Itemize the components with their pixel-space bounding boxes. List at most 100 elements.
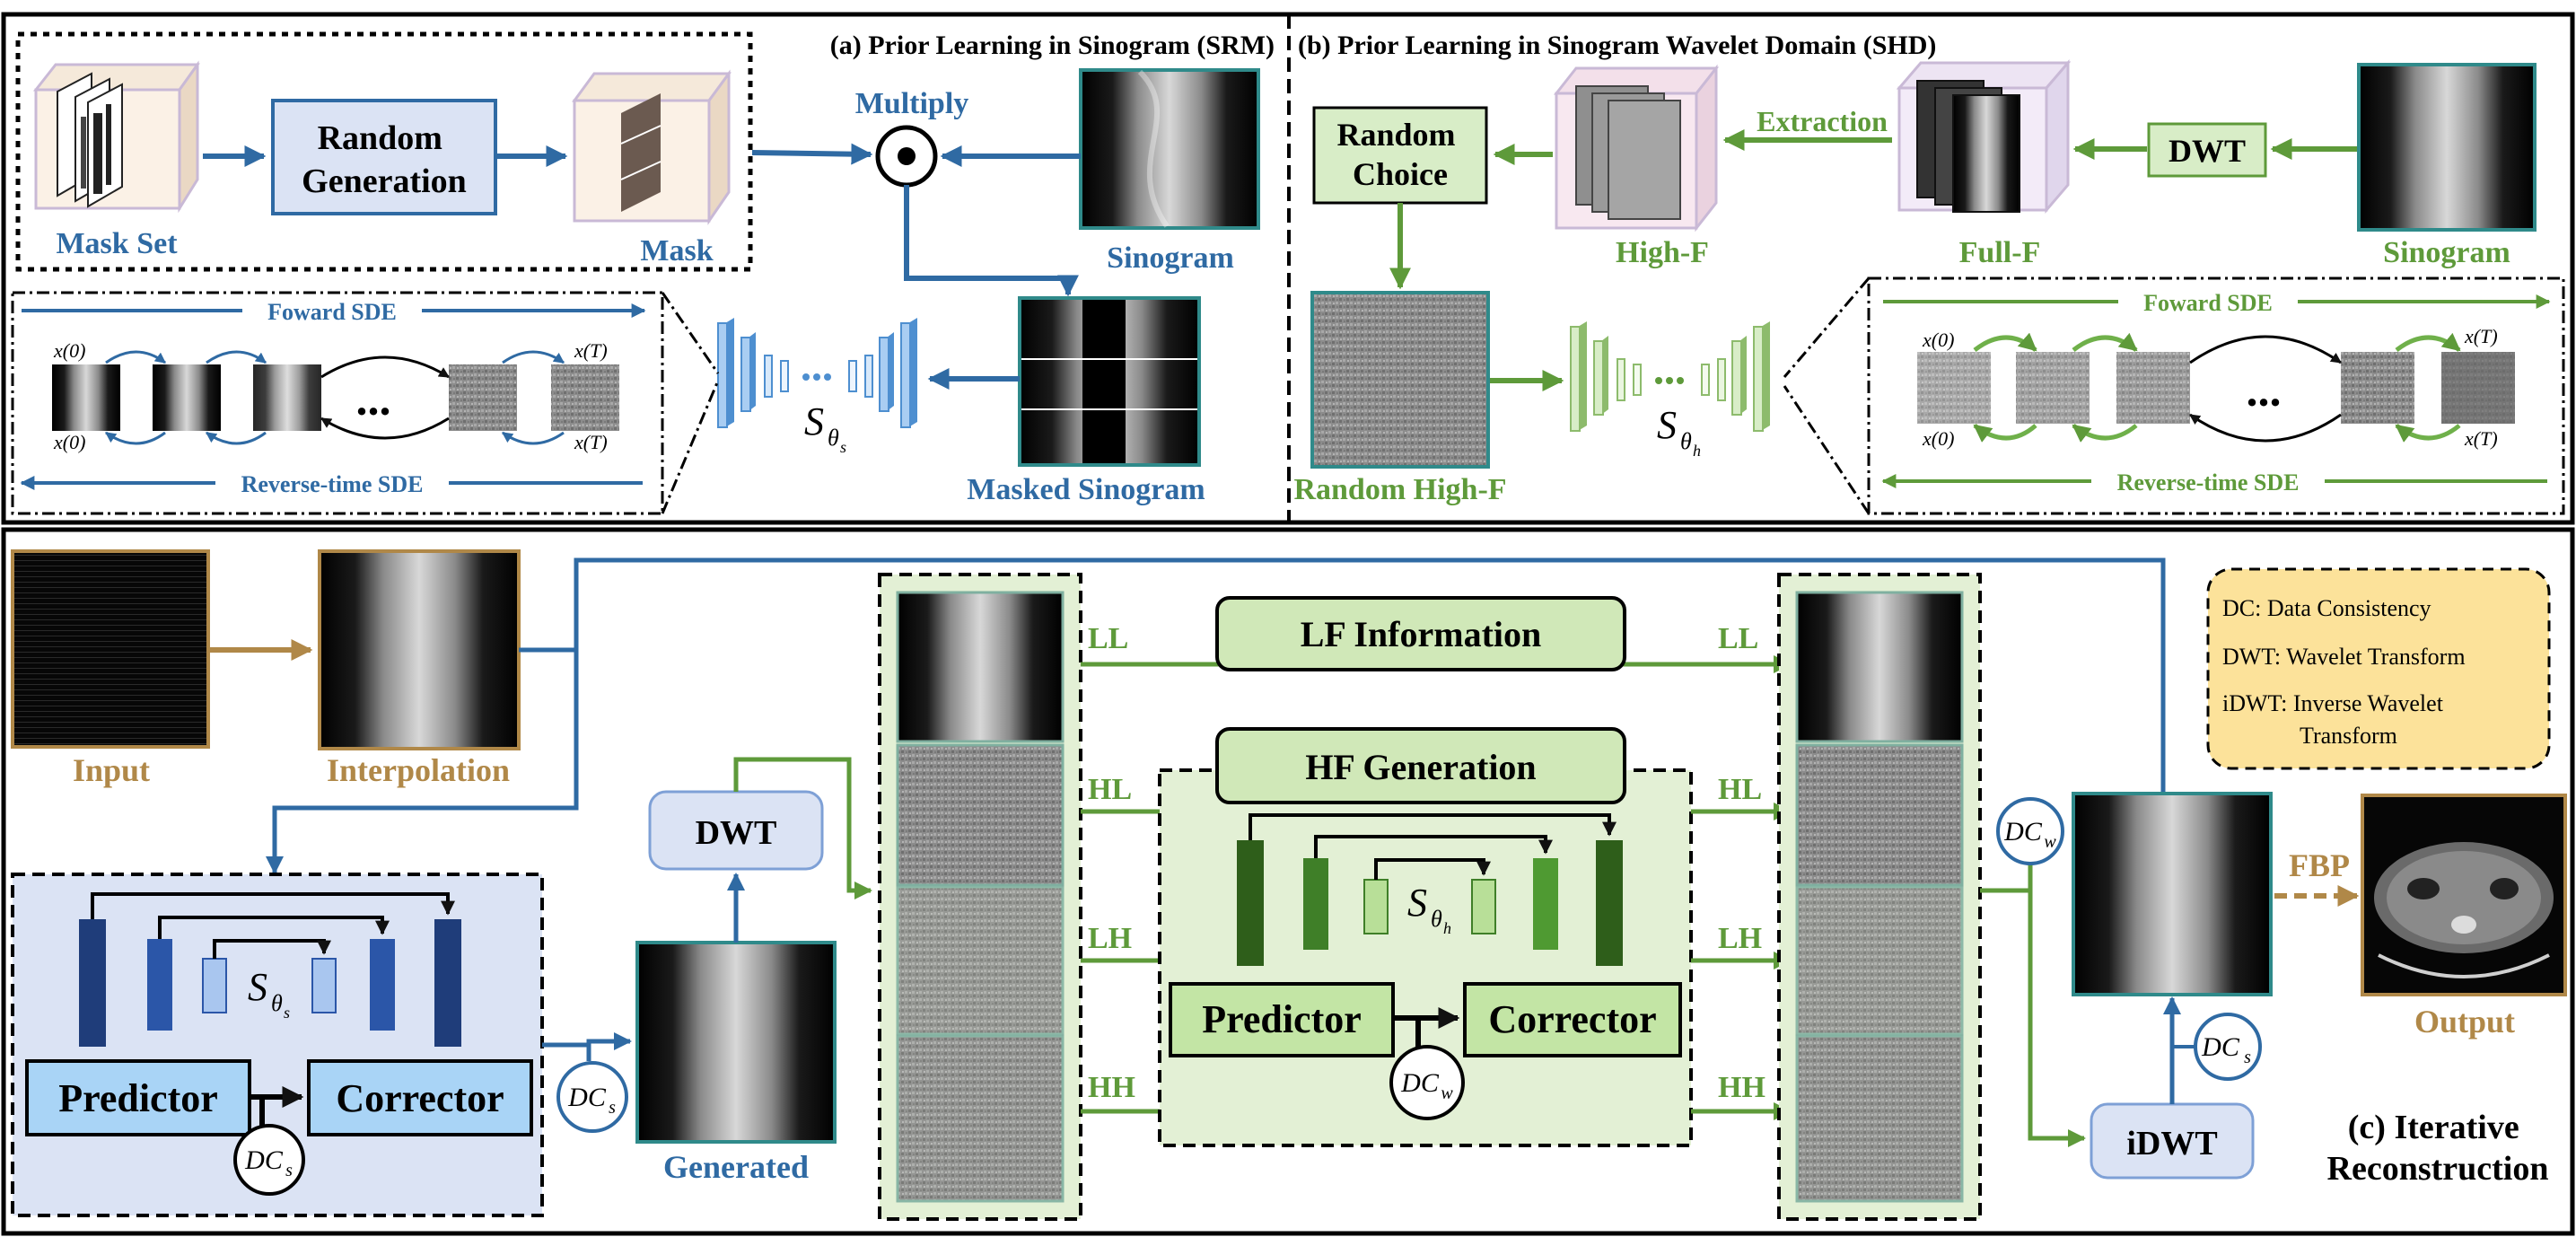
dc-w-node-outer (1996, 797, 2064, 865)
random-high-f-label: Random High-F (1293, 473, 1506, 506)
hf-generation-label: HF Generation (1305, 747, 1536, 787)
sde-b-bridge-arc-top (2189, 335, 2342, 364)
full-f-label: Full-F (1959, 236, 2041, 269)
sde-a-ellipsis: ... (356, 374, 391, 425)
band-lh-left (896, 885, 1065, 1036)
band-hl-left (896, 743, 1065, 887)
svg-text:s: s (284, 1004, 290, 1022)
sde-b-frame-4 (2441, 352, 2515, 424)
svg-text:DC: DC (2003, 817, 2043, 847)
input-image (11, 549, 210, 749)
sde-a-bridge-arc-top (320, 355, 451, 379)
svg-text:s: s (609, 1098, 616, 1118)
multiply-dot-icon (898, 147, 916, 165)
reverse-sde-b-label: Reverse-time SDE (2117, 469, 2300, 496)
band-ll-label-left: LL (1088, 622, 1128, 655)
svg-text:DC: DC (244, 1145, 284, 1175)
predictor-h-box[interactable] (1169, 982, 1395, 1057)
sinogram-b-label: Sinogram (2383, 236, 2510, 269)
score-network-b-icon (1570, 321, 1770, 432)
svg-text:w: w (2044, 832, 2056, 852)
idwt-label: iDWT (2126, 1125, 2217, 1162)
legend-idwt: iDWT: Inverse Wavelet (2222, 690, 2444, 716)
band-ll-label-right: LL (1718, 622, 1758, 655)
sde-b-bridge-arc-bottom (2189, 413, 2342, 443)
xT-top-a: x(T) (574, 339, 608, 362)
forward-sde-a-label: Foward SDE (267, 299, 397, 325)
svg-text:S: S (804, 399, 824, 443)
svg-text:S: S (1407, 881, 1427, 925)
masked-sinogram-image (1018, 296, 1201, 467)
arrow-sampler-to-generated (542, 1032, 632, 1050)
generated-label: Generated (663, 1149, 809, 1185)
full-f-stack-icon (1896, 58, 2072, 215)
sde-a-frame-4 (551, 364, 619, 431)
hf-generation-title-box (1215, 727, 1626, 804)
reconstruction-image (2072, 792, 2273, 996)
svg-text:h: h (1443, 919, 1451, 937)
high-f-stack-icon (1553, 64, 1720, 232)
dwt-box-b (2147, 122, 2267, 178)
xT-top-b: x(T) (2464, 325, 2498, 347)
corrector-s-label: Corrector (336, 1076, 504, 1120)
panel-b-title: (b) Prior Learning in Sinogram Wavelet D… (1298, 31, 1936, 60)
band-hl-right (1795, 743, 1964, 887)
svg-text:θ: θ (271, 990, 283, 1016)
extraction-label: Extraction (1757, 105, 1888, 137)
xT-bottom-a: x(T) (574, 431, 608, 453)
band-lh-label-right: LH (1718, 922, 1762, 955)
x0-top-a: x(0) (53, 339, 85, 362)
svg-text:S: S (1657, 403, 1677, 447)
score-symbol-c-s: S θ s (248, 965, 290, 1022)
sinogram-a-label: Sinogram (1107, 241, 1234, 275)
panel-c-title: (c) Iterative Reconstruction (2327, 1109, 2549, 1188)
lf-information-box (1215, 596, 1626, 671)
sde-a-bridge-arc-bottom (320, 417, 450, 440)
svg-text:h: h (1693, 442, 1701, 460)
band-lh-label-left: LH (1088, 922, 1132, 955)
sde-b-step-arcs (1973, 332, 2461, 443)
sde-a-frame-1 (153, 364, 221, 431)
corrector-s-box[interactable] (307, 1059, 533, 1136)
generated-image (635, 941, 837, 1144)
predictor-h-label: Predictor (1202, 997, 1362, 1041)
dwt-c-label: DWT (696, 814, 777, 852)
mask-set-label: Mask Set (56, 227, 178, 260)
forward-sde-b-label: Foward SDE (2143, 290, 2273, 316)
sde-box-b-connector-bottom (1783, 385, 1871, 514)
dc-w-node-inner-label: DC w (1400, 1068, 1453, 1103)
svg-text:θ: θ (1680, 428, 1692, 454)
dc-s-node-outer-label: DC s (567, 1083, 616, 1118)
masked-sinogram-label: Masked Sinogram (967, 473, 1205, 506)
arrow-bands-to-idwt (1980, 888, 2086, 1147)
sde-a-frame-2 (253, 364, 321, 431)
corrector-h-box[interactable] (1463, 982, 1682, 1057)
svg-text:θ: θ (1431, 906, 1442, 932)
arrow-multiply-to-masked (904, 185, 1079, 297)
sinogram-b-image (2357, 63, 2537, 232)
band-ll-left (896, 591, 1065, 743)
svg-text:s: s (2244, 1048, 2251, 1067)
interpolation-label: Interpolation (327, 752, 510, 788)
sde-box-b (1867, 276, 2565, 515)
sde-b-frame-0 (1917, 352, 1991, 424)
high-f-label: High-F (1616, 236, 1709, 269)
svg-text:S: S (248, 965, 267, 1009)
dwt-b-label: DWT (2169, 133, 2246, 169)
x0-top-b: x(0) (1922, 329, 1954, 351)
legend-dwt: DWT: Wavelet Transform (2222, 644, 2466, 670)
legend-idwt-cont: Transform (2300, 723, 2397, 749)
interpolation-image (318, 549, 521, 750)
svg-text:DC: DC (567, 1083, 607, 1112)
legend-box (2206, 567, 2551, 770)
band-hh-label-left: HH (1088, 1071, 1135, 1104)
unet-s-icon (79, 892, 461, 1047)
mask-group-box (15, 31, 753, 272)
random-choice-label: Random Choice (1336, 117, 1463, 192)
multiply-label: Multiply (855, 87, 969, 120)
score-symbol-b: S θ h (1657, 403, 1701, 460)
random-generation-box (271, 99, 497, 215)
score-symbol-c-h: S θ h (1407, 881, 1451, 937)
x0-bottom-a: x(0) (53, 431, 85, 453)
svg-text:w: w (1441, 1083, 1453, 1103)
